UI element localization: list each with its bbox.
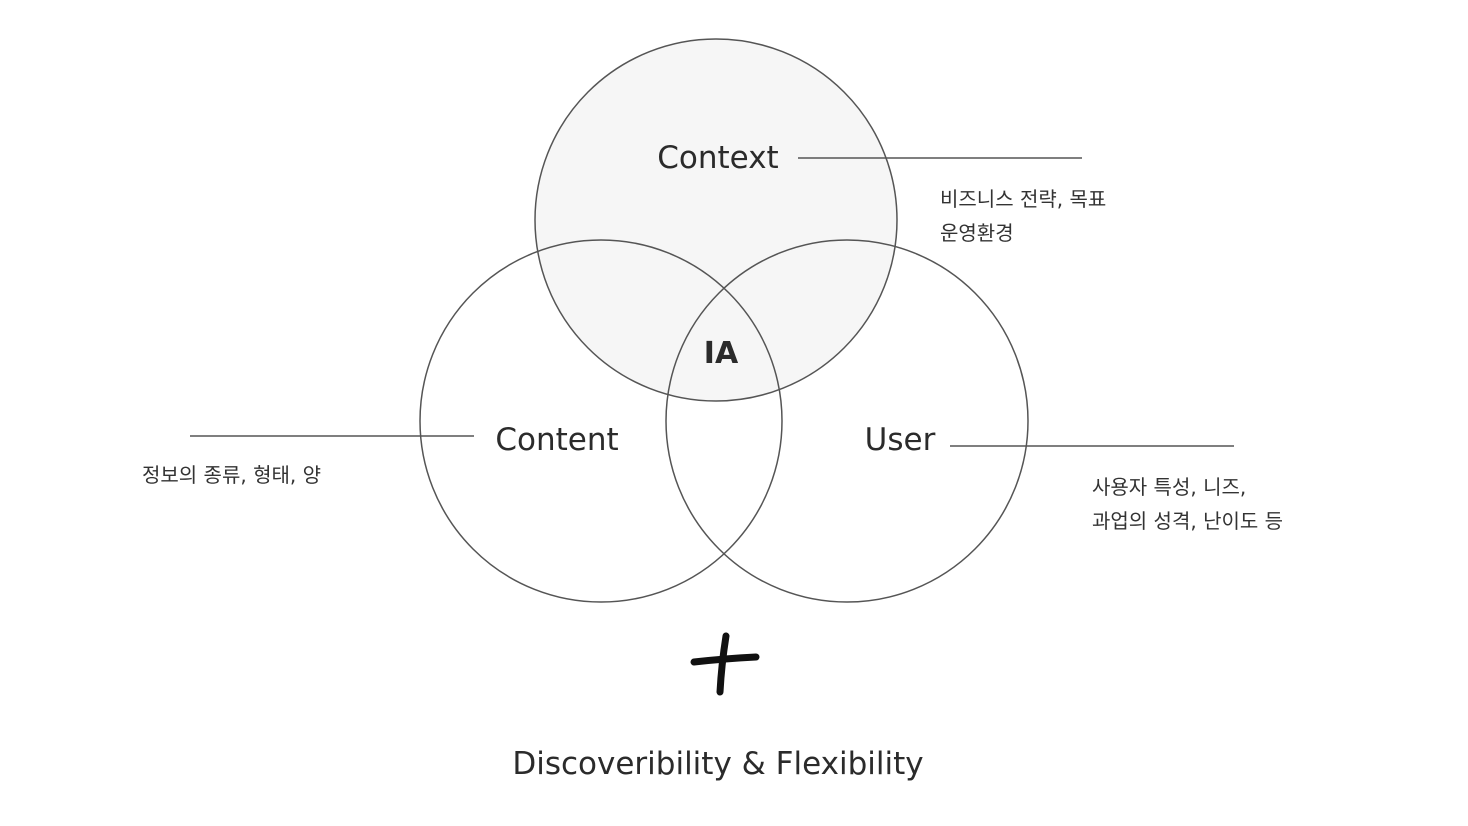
context-note-line-2: 운영환경	[940, 221, 1014, 245]
user-note-line-2: 과업의 성격, 난이도 등	[1092, 509, 1283, 533]
user-note-line-1: 사용자 특성, 니즈,	[1092, 475, 1246, 499]
content-label: Content	[495, 422, 618, 458]
context-label: Context	[657, 140, 778, 176]
user-circle	[665, 239, 1029, 603]
plus-icon	[690, 632, 760, 696]
context-circle	[534, 38, 898, 402]
footer-caption: Discoveribility & Flexibility	[512, 746, 923, 782]
ia-center-label: IA	[704, 336, 739, 371]
context-note-line-1: 비즈니스 전략, 목표	[940, 187, 1106, 211]
content-note-line-1: 정보의 종류, 형태, 양	[142, 463, 321, 487]
user-label: User	[865, 422, 936, 458]
content-circle	[419, 239, 783, 603]
